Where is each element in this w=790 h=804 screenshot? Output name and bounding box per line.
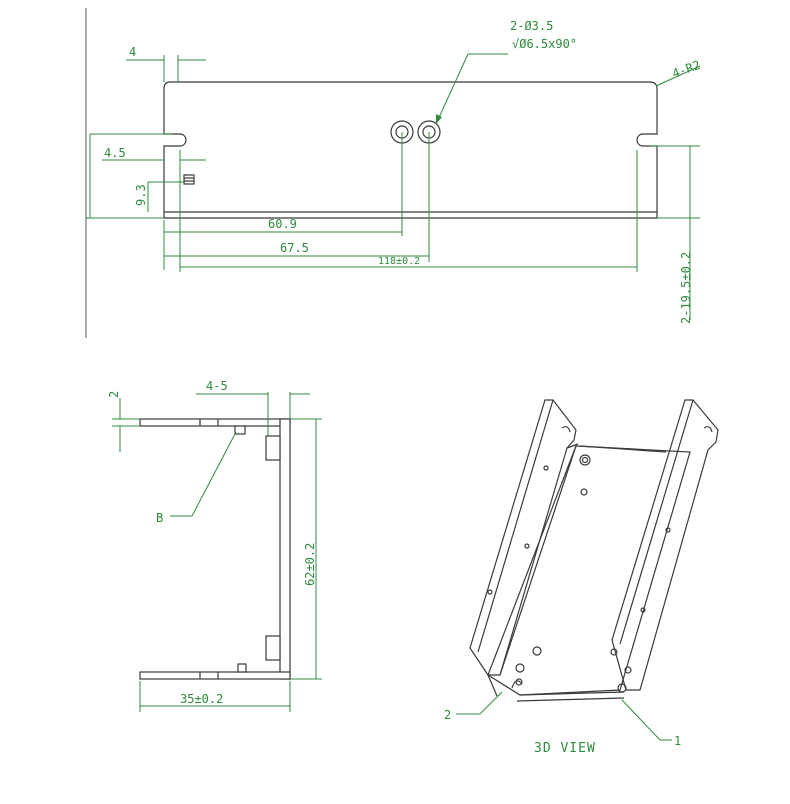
iso-fastener — [532, 646, 542, 656]
detail-b-label: B — [156, 511, 163, 525]
detail-b-leader — [191, 431, 237, 517]
dim-web-height: 62±0.2 — [303, 543, 317, 586]
iso-hole — [665, 527, 671, 533]
hole-leader — [435, 53, 469, 125]
dim-slot-offset: 4.5 — [104, 146, 126, 160]
iso-left-wall — [469, 399, 577, 676]
iso-fastener — [579, 454, 591, 466]
iso-hole — [580, 488, 588, 496]
iso-hole — [610, 648, 618, 656]
side-bottom-flange — [139, 671, 291, 680]
iso-hole — [640, 607, 646, 613]
iso-hole — [524, 543, 530, 549]
dim-height: 2-19.5±0.2 — [679, 252, 693, 324]
plate-outline — [163, 81, 658, 213]
iso-slot — [703, 426, 713, 433]
iso-fastener — [515, 663, 525, 673]
side-view: 2 4-5 B 62±0.2 35±0.2 — [107, 379, 322, 712]
view-label: 3D VIEW — [534, 741, 596, 756]
side-web — [279, 418, 291, 680]
dim-pem-height: 9.3 — [134, 184, 148, 206]
detail-b-fastener — [234, 425, 246, 435]
iso-hole — [487, 589, 493, 595]
callout-1: 1 — [674, 734, 681, 748]
dim-thickness: 2 — [107, 391, 121, 398]
dim-hole-callout: 2-Ø3.5 — [510, 19, 553, 33]
pem-fastener — [183, 174, 195, 185]
dim-hole2-x: 67.5 — [280, 241, 309, 255]
iso-view: 1 2 3D VIEW — [444, 399, 719, 756]
iso-hole — [543, 465, 549, 471]
dim-flange-gap: 4-5 — [206, 379, 228, 393]
iso-fastener — [617, 683, 627, 693]
top-view: 4 2-Ø3.5 √Ø6.5x90° 4-R2 4.5 9.3 60.9 67.… — [86, 19, 702, 324]
side-pem-lower — [265, 635, 281, 661]
dim-flange-width: 35±0.2 — [180, 692, 223, 706]
callout-2: 2 — [444, 708, 451, 722]
iso-right-wall — [611, 399, 719, 691]
dim-length: 118±0.2 — [378, 256, 420, 267]
dim-countersink-callout: √Ø6.5x90° — [512, 37, 577, 51]
iso-slot — [511, 680, 523, 689]
iso-base — [487, 445, 691, 696]
iso-slot — [561, 426, 571, 433]
side-pem-upper — [265, 435, 281, 461]
dim-flange-4: 4 — [129, 45, 136, 59]
dim-hole1-x: 60.9 — [268, 217, 297, 231]
